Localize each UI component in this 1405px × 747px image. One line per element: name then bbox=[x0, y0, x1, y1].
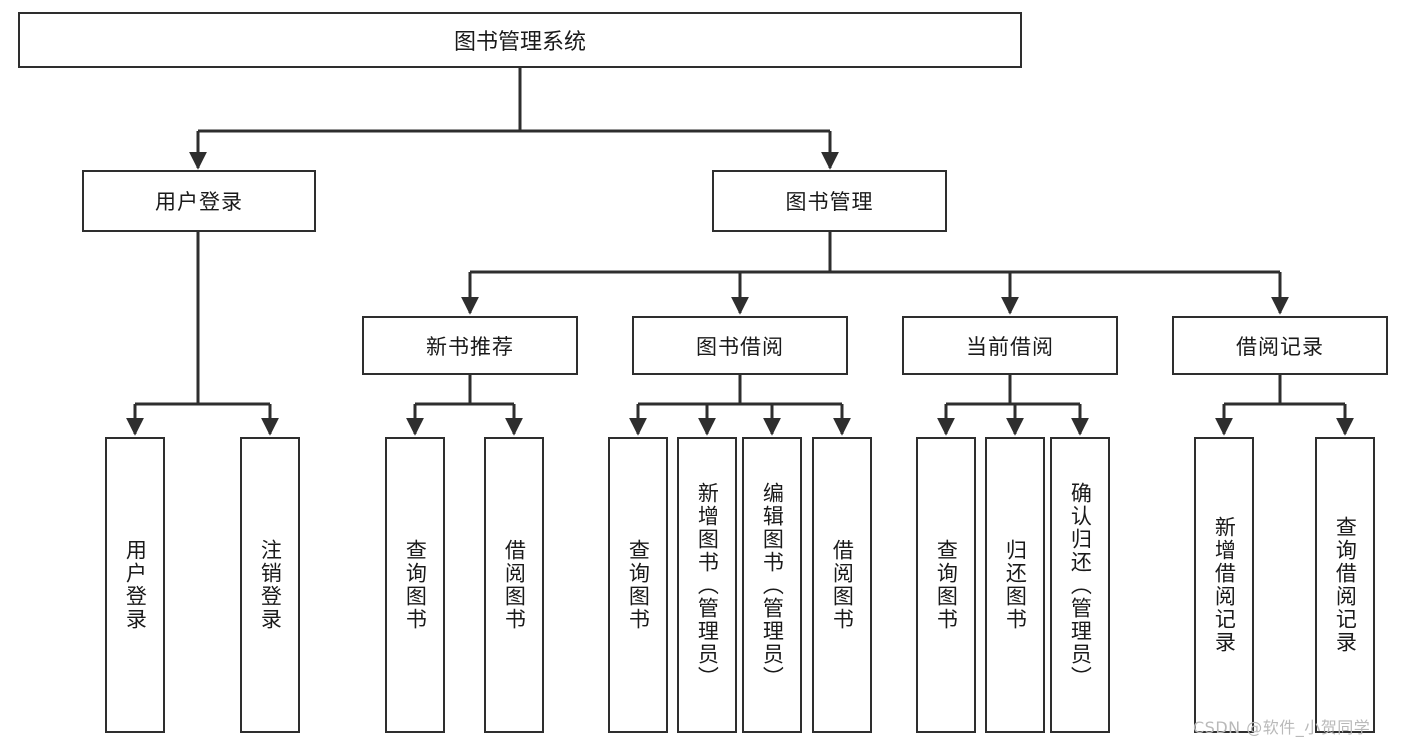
leaf-current-borrow-confirm-return[interactable]: 确认归还（管理员） bbox=[1050, 437, 1110, 733]
node-book-borrow[interactable]: 图书借阅 bbox=[632, 316, 848, 375]
leaf-label: 归还图书 bbox=[1003, 539, 1028, 631]
node-borrow-record-label: 借阅记录 bbox=[1236, 334, 1324, 359]
node-user-login-label: 用户登录 bbox=[155, 190, 243, 214]
node-user-login[interactable]: 用户登录 bbox=[82, 170, 316, 232]
node-book-management-label: 图书管理 bbox=[785, 190, 874, 214]
leaf-current-borrow-query[interactable]: 查询图书 bbox=[916, 437, 976, 733]
leaf-label: 查询借阅记录 bbox=[1333, 516, 1358, 654]
leaf-new-book-query[interactable]: 查询图书 bbox=[385, 437, 445, 733]
leaf-label: 借阅图书 bbox=[502, 539, 527, 631]
leaf-book-borrow-edit[interactable]: 编辑图书（管理员） bbox=[742, 437, 802, 733]
leaf-label: 新增借阅记录 bbox=[1212, 516, 1237, 654]
node-borrow-record[interactable]: 借阅记录 bbox=[1172, 316, 1388, 375]
leaf-book-borrow-query[interactable]: 查询图书 bbox=[608, 437, 668, 733]
node-current-borrow[interactable]: 当前借阅 bbox=[902, 316, 1118, 375]
leaf-label: 查询图书 bbox=[934, 539, 959, 631]
node-book-borrow-label: 图书借阅 bbox=[696, 334, 784, 359]
node-root-label: 图书管理系统 bbox=[453, 30, 586, 55]
watermark: CSDN @软件_小贺同学 bbox=[1193, 718, 1371, 737]
leaf-book-borrow-add[interactable]: 新增图书（管理员） bbox=[677, 437, 737, 733]
leaf-borrow-record-add[interactable]: 新增借阅记录 bbox=[1194, 437, 1254, 733]
node-new-book-recommend-label: 新书推荐 bbox=[426, 334, 514, 359]
leaf-label: 查询图书 bbox=[403, 539, 428, 631]
node-book-management[interactable]: 图书管理 bbox=[712, 170, 947, 232]
leaf-label: 用户登录 bbox=[123, 539, 148, 631]
leaf-borrow-record-query[interactable]: 查询借阅记录 bbox=[1315, 437, 1375, 733]
leaf-label: 新增图书（管理员） bbox=[695, 481, 720, 689]
leaf-label: 编辑图书（管理员） bbox=[760, 481, 785, 689]
leaf-new-book-borrow[interactable]: 借阅图书 bbox=[484, 437, 544, 733]
node-current-borrow-label: 当前借阅 bbox=[966, 334, 1054, 359]
node-new-book-recommend[interactable]: 新书推荐 bbox=[362, 316, 578, 375]
leaf-book-borrow-borrow[interactable]: 借阅图书 bbox=[812, 437, 872, 733]
leaf-user-login-login[interactable]: 用户登录 bbox=[105, 437, 165, 733]
leaf-label: 查询图书 bbox=[626, 539, 651, 631]
leaf-current-borrow-return[interactable]: 归还图书 bbox=[985, 437, 1045, 733]
leaf-label: 确认归还（管理员） bbox=[1068, 481, 1093, 689]
node-root[interactable]: 图书管理系统 bbox=[18, 12, 1022, 68]
leaf-label: 注销登录 bbox=[258, 539, 283, 631]
leaf-user-login-logout[interactable]: 注销登录 bbox=[240, 437, 300, 733]
leaf-label: 借阅图书 bbox=[830, 539, 855, 631]
